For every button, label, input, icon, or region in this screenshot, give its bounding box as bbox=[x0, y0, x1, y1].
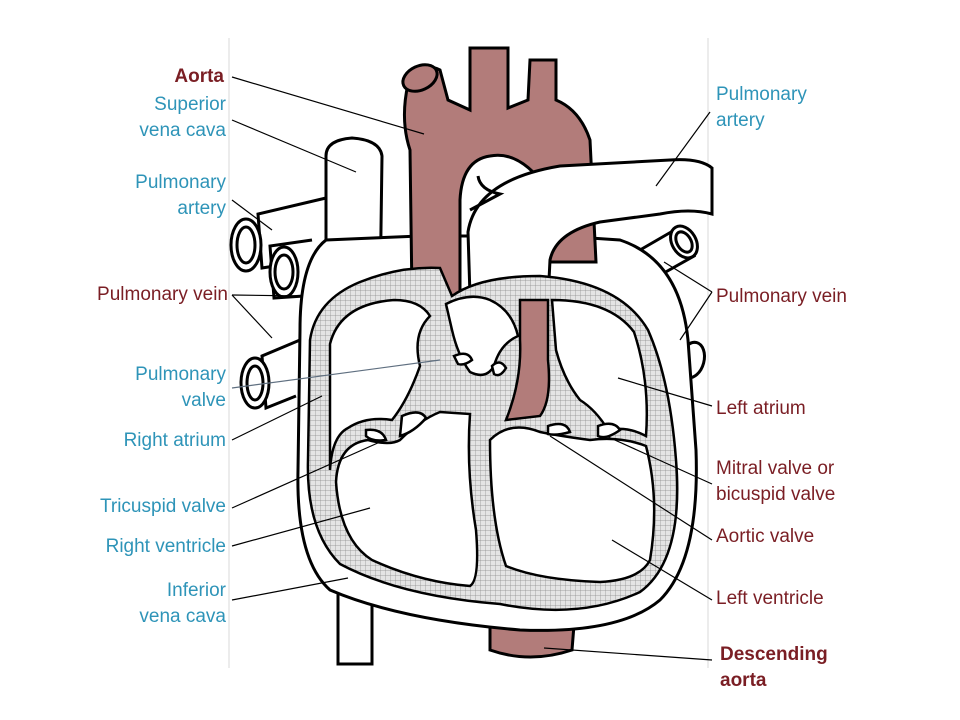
aortic-valve-leaflet bbox=[490, 361, 508, 377]
label-right-ventricle: Right ventricle bbox=[105, 536, 226, 557]
leader-aorta bbox=[231, 76, 425, 135]
pulmonary-artery-vessel bbox=[466, 158, 714, 302]
leader-pulmonary-vein-left-1 bbox=[231, 294, 303, 297]
leader-descending-aorta bbox=[543, 647, 713, 661]
label-right-atrium: Right atrium bbox=[123, 430, 226, 451]
pulmonary-vessels-left-side bbox=[229, 196, 327, 411]
valve-leaflets bbox=[364, 352, 622, 442]
leader-pulmonary-vein-right-1 bbox=[663, 261, 713, 293]
leader-pulmonary-artery-left bbox=[231, 199, 273, 231]
aorta-opening bbox=[401, 63, 439, 93]
leader-aortic-valve bbox=[549, 435, 713, 541]
label-tricuspid-valve: Tricuspid valve bbox=[99, 496, 226, 517]
label-pulmonary-artery-left: Pulmonary artery bbox=[135, 172, 226, 219]
label-pulmonary-vein-left: Pulmonary vein bbox=[97, 284, 228, 305]
leader-pulmonary-valve bbox=[231, 359, 441, 389]
mitral-leaflet-2 bbox=[596, 422, 622, 439]
tricuspid-leaflet-1 bbox=[364, 428, 388, 442]
label-mitral-valve: Mitral valve or bicuspid valve bbox=[716, 458, 836, 505]
label-inferior-vena-cava: Inferior vena cava bbox=[139, 580, 226, 627]
label-aorta: Aorta bbox=[174, 66, 224, 87]
leader-right-atrium bbox=[231, 395, 323, 441]
leader-superior-vena-cava bbox=[231, 119, 357, 173]
left-atrium-chamber bbox=[550, 298, 649, 439]
label-descending-aorta: Descending aorta bbox=[720, 644, 828, 691]
leader-tricuspid-valve bbox=[231, 441, 381, 509]
label-pulmonary-artery-right: Pulmonary artery bbox=[716, 84, 807, 131]
label-aortic-valve: Aortic valve bbox=[716, 526, 815, 547]
leader-pulmonary-vein-right-2 bbox=[679, 291, 713, 341]
label-pulmonary-vein-right: Pulmonary vein bbox=[716, 286, 847, 307]
leader-pulmonary-vein-left-2 bbox=[231, 294, 273, 339]
pulmonary-artery-left-branch bbox=[469, 175, 505, 212]
leader-inferior-vena-cava bbox=[231, 577, 349, 601]
leader-right-ventricle bbox=[231, 507, 371, 547]
leader-pulmonary-artery-right bbox=[655, 111, 711, 187]
leader-mitral-valve bbox=[605, 435, 713, 485]
leader-left-atrium bbox=[617, 377, 713, 407]
label-left-ventricle: Left ventricle bbox=[716, 588, 824, 609]
pulmonary-valve-leaflet bbox=[452, 352, 474, 366]
leader-left-ventricle bbox=[611, 539, 713, 601]
mitral-leaflet-1 bbox=[546, 422, 572, 436]
label-superior-vena-cava: Superior vena cava bbox=[139, 94, 226, 141]
right-atrium-chamber bbox=[328, 298, 432, 471]
label-pulmonary-valve: Pulmonary valve bbox=[135, 364, 226, 411]
label-left-atrium: Left atrium bbox=[716, 398, 806, 419]
leader-lines bbox=[231, 76, 713, 661]
aortic-outflow bbox=[504, 298, 551, 422]
tricuspid-leaflet-2 bbox=[398, 411, 428, 438]
